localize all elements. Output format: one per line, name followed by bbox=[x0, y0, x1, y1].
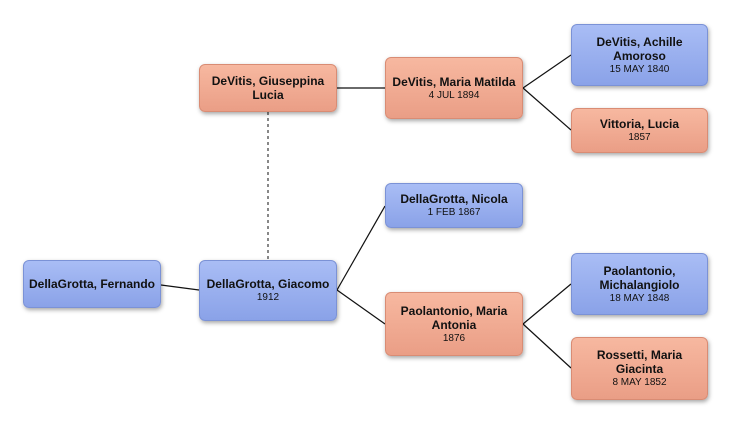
person-date: 1 FEB 1867 bbox=[427, 207, 481, 218]
person-date: 8 MAY 1852 bbox=[612, 377, 667, 388]
connector-maria-matilda-vittoria bbox=[522, 87, 572, 131]
connector-giacomo-nicola bbox=[336, 205, 386, 291]
person-name: DeVitis, Achille Amoroso bbox=[596, 34, 683, 63]
person-node-giacomo[interactable]: DellaGrotta, Giacomo 1912 bbox=[199, 260, 337, 321]
person-name: Rossetti, Maria Giacinta bbox=[596, 348, 683, 376]
person-name: Paolantonio, Michalangiolo bbox=[599, 263, 680, 292]
person-node-giuseppina[interactable]: DeVitis, Giuseppina Lucia bbox=[199, 64, 337, 112]
connector-maria-matilda-achille bbox=[522, 54, 572, 89]
connector-maria-antonia-michalangiolo bbox=[522, 283, 572, 325]
person-node-rossetti[interactable]: Rossetti, Maria Giacinta 8 MAY 1852 bbox=[571, 337, 708, 400]
person-name: DeVitis, Giuseppina Lucia bbox=[211, 74, 325, 102]
person-name: Vittoria, Lucia bbox=[599, 117, 680, 131]
person-date: 15 MAY 1840 bbox=[609, 63, 670, 75]
person-node-michalangiolo[interactable]: Paolantonio, Michalangiolo 18 MAY 1848 bbox=[571, 253, 708, 315]
person-date: 1876 bbox=[442, 332, 466, 344]
connector-maria-antonia-rossetti bbox=[522, 323, 572, 369]
person-node-nicola[interactable]: DellaGrotta, Nicola 1 FEB 1867 bbox=[385, 183, 523, 228]
person-node-vittoria[interactable]: Vittoria, Lucia 1857 bbox=[571, 108, 708, 153]
person-node-achille[interactable]: DeVitis, Achille Amoroso 15 MAY 1840 bbox=[571, 24, 708, 86]
person-name: DellaGrotta, Nicola bbox=[400, 192, 508, 206]
person-date: 1912 bbox=[256, 292, 280, 303]
connector-giacomo-maria-antonia bbox=[336, 289, 386, 325]
person-node-fernando[interactable]: DellaGrotta, Fernando bbox=[23, 260, 161, 308]
connector-fernando-giacomo bbox=[160, 284, 200, 291]
person-date: 18 MAY 1848 bbox=[609, 292, 670, 304]
person-date: 1857 bbox=[628, 132, 651, 143]
person-node-maria-matilda[interactable]: DeVitis, Maria Matilda 4 JUL 1894 bbox=[385, 57, 523, 119]
person-name: Paolantonio, Maria Antonia bbox=[400, 303, 508, 332]
person-name: DellaGrotta, Fernando bbox=[28, 277, 156, 291]
person-name: DellaGrotta, Giacomo bbox=[206, 277, 330, 291]
person-node-maria-antonia[interactable]: Paolantonio, Maria Antonia 1876 bbox=[385, 292, 523, 356]
person-name: DeVitis, Maria Matilda bbox=[392, 74, 516, 89]
person-date: 4 JUL 1894 bbox=[428, 89, 480, 101]
